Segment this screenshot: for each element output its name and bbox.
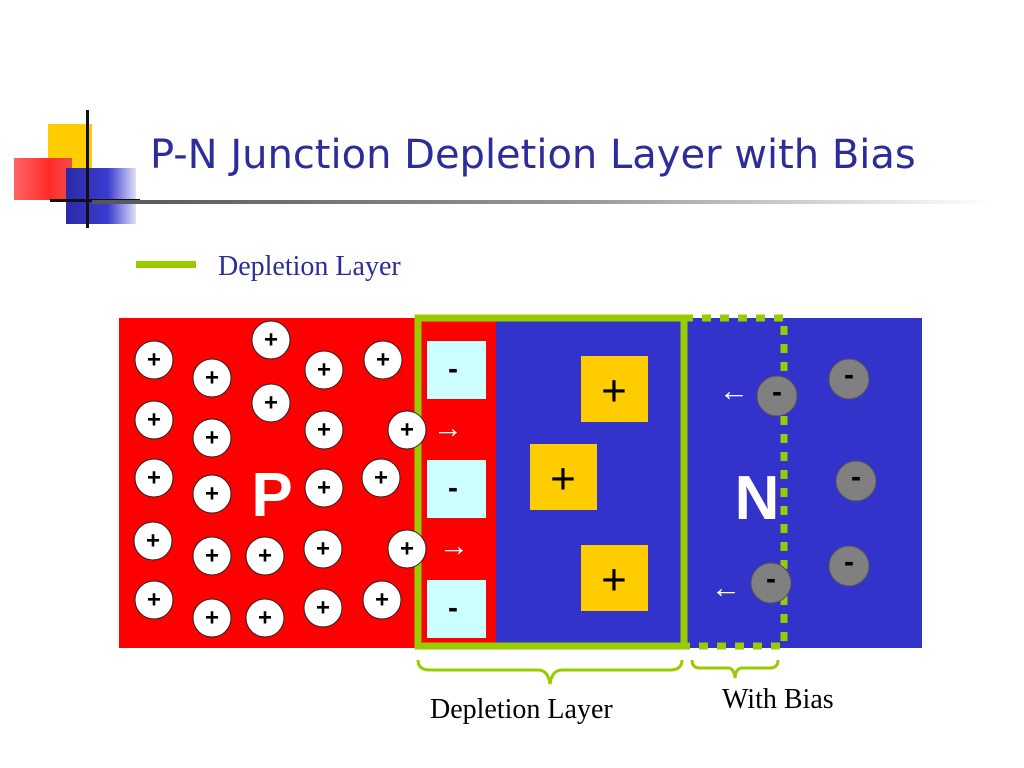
holes: + + + + + + + + + + + + + + + + + + + + + + + + (133, 320, 427, 638)
donor-ion-symbol: + (550, 455, 576, 504)
hole-carrier (134, 458, 174, 498)
legend-swatch (136, 261, 196, 268)
hole-symbol: + (205, 365, 219, 392)
hole-symbol: + (205, 605, 219, 632)
hole-carrier (361, 458, 401, 498)
hole-carrier (192, 358, 232, 398)
acceptor-ion-symbol: - (448, 592, 458, 625)
hole-symbol: + (400, 417, 414, 444)
hole-carrier (133, 521, 173, 561)
hole-symbol: + (376, 347, 390, 374)
hole-carrier (134, 580, 174, 620)
hole-symbol: + (264, 327, 278, 354)
hole-symbol: + (375, 587, 389, 614)
hole-symbol: + (147, 347, 161, 374)
acceptor-ion (427, 460, 486, 518)
hole-symbol: + (205, 481, 219, 508)
depletion-layer-border (414, 314, 688, 650)
electron-carrier (835, 460, 877, 502)
arrows: → → ← ← (433, 375, 749, 605)
donor-ion (581, 356, 648, 422)
acceptor-ion (427, 341, 486, 399)
arrow-right: → (439, 530, 469, 563)
hole-carrier (192, 598, 232, 638)
ions: - - - + + + (427, 341, 648, 638)
hole-carrier (362, 580, 402, 620)
hole-carrier (304, 468, 344, 508)
electron-symbol: - (766, 563, 776, 596)
hole-symbol: + (146, 528, 160, 555)
electron-carrier (750, 562, 792, 604)
depletion-layer-caption: Depletion Layer (430, 694, 613, 725)
hole-symbol: + (147, 465, 161, 492)
hole-carrier (134, 400, 174, 440)
electron-carrier (828, 545, 870, 587)
depletion-brace (416, 659, 684, 685)
donor-ion (581, 545, 648, 611)
hole-carrier (251, 383, 291, 423)
hole-carrier (245, 598, 285, 638)
legend-label: Depletion Layer (218, 251, 401, 282)
hole-symbol: + (316, 595, 330, 622)
hole-symbol: + (316, 536, 330, 563)
electron-carrier (756, 375, 798, 417)
electron-symbol: - (844, 359, 854, 392)
slide-title: P-N Junction Depletion Layer with Bias (150, 132, 916, 178)
acceptor-ion-symbol: - (448, 353, 458, 386)
acceptor-ion (427, 580, 486, 638)
hole-carrier (245, 536, 285, 576)
hole-symbol: + (147, 587, 161, 614)
p-label: P (251, 461, 292, 530)
arrow-left: ← (719, 375, 749, 408)
acceptor-ion-symbol: - (448, 472, 458, 505)
hole-carrier (134, 340, 174, 380)
electron-symbol: - (844, 546, 854, 579)
hole-carrier (304, 410, 344, 450)
hole-carrier (303, 588, 343, 628)
hole-symbol: + (258, 543, 272, 570)
hole-carrier (363, 340, 403, 380)
hole-carrier (303, 529, 343, 569)
electron-symbol: - (851, 461, 861, 494)
hole-symbol: + (147, 407, 161, 434)
electron-carrier (828, 358, 870, 400)
hole-carrier (387, 410, 427, 450)
arrow-right: → (433, 412, 463, 445)
logo-vertical-line (86, 110, 89, 228)
hole-symbol: + (317, 417, 331, 444)
n-label: N (735, 464, 780, 533)
hole-symbol: + (317, 357, 331, 384)
hole-symbol: + (264, 390, 278, 417)
hole-carrier (251, 320, 291, 360)
logo-red-square (14, 158, 72, 200)
hole-symbol: + (400, 536, 414, 563)
logo-blue-square (66, 168, 136, 224)
hole-carrier (192, 536, 232, 576)
hole-carrier (387, 529, 427, 569)
arrow-left: ← (711, 572, 741, 605)
hole-carrier (192, 418, 232, 458)
donor-ion-symbol: + (601, 556, 627, 605)
hole-carrier (304, 350, 344, 390)
hole-symbol: + (258, 605, 272, 632)
hole-carrier (192, 474, 232, 514)
electrons: - - - - - (750, 358, 877, 604)
title-underline (92, 200, 992, 204)
hole-symbol: + (205, 425, 219, 452)
donor-ion (530, 444, 597, 510)
with-bias-caption: With Bias (722, 684, 834, 715)
electron-symbol: - (772, 376, 782, 409)
donor-ion-symbol: + (601, 367, 627, 416)
hole-symbol: + (205, 543, 219, 570)
hole-symbol: + (317, 475, 331, 502)
hole-symbol: + (374, 465, 388, 492)
bias-brace (690, 659, 780, 679)
